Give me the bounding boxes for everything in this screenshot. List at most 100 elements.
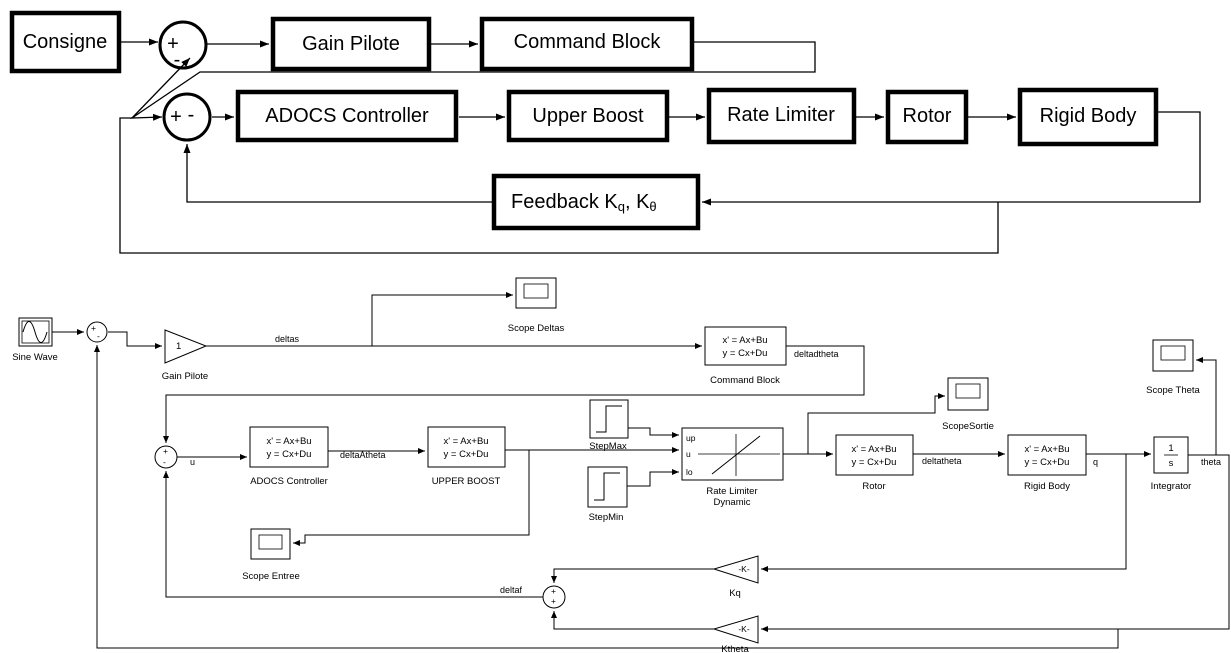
gain-pilote-block — [270, 16, 432, 72]
scope-entree-label: Scope Entree — [242, 571, 300, 582]
kq-gain-value: -K- — [738, 564, 750, 574]
sum-c-plus-2: + — [551, 596, 556, 606]
scope-theta-label: Scope Theta — [1146, 385, 1200, 396]
line-kq-sumc — [551, 568, 714, 583]
gain-pilote-triangle[interactable] — [164, 329, 208, 364]
port-u-label: u — [686, 449, 691, 459]
gain-pilote-sim-label: Gain Pilote — [162, 371, 208, 382]
command-block-sim-label: Command Block — [710, 375, 780, 386]
sum2-minus: - — [188, 104, 195, 126]
rigid-body-eq2: y = Cx+Du — [1025, 457, 1070, 468]
sum-a-minus: - — [97, 331, 100, 341]
feedback-text: Feedback K — [511, 191, 618, 213]
stepmin-block[interactable] — [587, 466, 628, 508]
rotor-eq1: x' = Ax+Bu — [851, 444, 896, 455]
rotor-label: Rotor — [903, 105, 952, 127]
command-block-eq2: y = Cx+Du — [723, 348, 768, 359]
deltadtheta-signal-label: deltadtheta — [794, 349, 839, 359]
rigid-body-label: Rigid Body — [1040, 105, 1137, 127]
integrator-label: Integrator — [1151, 481, 1192, 492]
upper-boost-label: Upper Boost — [532, 105, 644, 127]
rigid-body-eq1: x' = Ax+Bu — [1024, 444, 1069, 455]
simulink-model: Sine Wave + - 1 Gain Pilote Scope Deltas… — [12, 277, 1230, 653]
upper-boost-sim[interactable] — [427, 426, 506, 468]
rate-limiter-sim-label: Rate Limiter — [706, 486, 757, 497]
rotor-eq2: y = Cx+Du — [852, 457, 897, 468]
top-block-diagram: Consigne + - Gain Pilote Command Block +… — [9, 10, 1201, 254]
wire-rigid-feedback — [702, 111, 1201, 206]
adocs-eq2: y = Cx+Du — [267, 449, 312, 460]
q-signal-label: q — [1093, 457, 1098, 467]
sum-junction-2 — [162, 92, 212, 142]
sum-a-plus: + — [91, 323, 96, 333]
adocs-controller-sim[interactable] — [249, 426, 329, 468]
command-block-label: Command Block — [514, 31, 662, 53]
sine-wave-label: Sine Wave — [12, 352, 58, 363]
rigid-body-sim-label: Rigid Body — [1024, 481, 1070, 492]
sum-c-plus-1: + — [551, 586, 556, 596]
adocs-controller-block — [235, 89, 459, 143]
scope-sortie-label: ScopeSortie — [942, 421, 994, 432]
stepmax-label: StepMax — [589, 441, 627, 452]
rate-limiter-label: Rate Limiter — [727, 104, 835, 126]
sum-a-block[interactable] — [86, 321, 108, 343]
kq-gain-triangle[interactable] — [712, 555, 759, 584]
line-theta-to-scope — [1188, 357, 1217, 456]
scope-sortie-screen-icon — [955, 383, 981, 399]
line-stepmax — [628, 427, 679, 438]
upper-boost-eq1: x' = Ax+Bu — [443, 436, 488, 447]
scope-deltas-label: Scope Deltas — [508, 323, 565, 334]
deltas-signal-label: deltas — [275, 334, 300, 344]
consigne-block — [9, 10, 122, 74]
line-ktheta-sumc — [551, 611, 714, 630]
rotor-sim-label: Rotor — [862, 481, 885, 492]
wire-command-to-sum2 — [129, 41, 816, 121]
stepmin-step-icon — [594, 472, 620, 501]
consigne-label: Consigne — [23, 31, 108, 53]
ktheta-gain-triangle[interactable] — [712, 615, 759, 644]
line-stepmin — [627, 469, 679, 487]
stepmax-step-icon — [596, 405, 622, 433]
rigid-body-sim[interactable] — [1007, 434, 1087, 476]
u-signal-label: u — [190, 457, 195, 467]
sine-wave-inner — [21, 320, 50, 344]
deltaf-signal-label: deltaf — [500, 585, 523, 595]
integrator-numerator: 1 — [1168, 443, 1173, 454]
command-block-sim[interactable] — [704, 326, 787, 366]
line-to-scope-deltas — [371, 292, 513, 346]
integrator-denominator: s — [1169, 458, 1174, 469]
port-up-label: up — [686, 433, 696, 443]
upper-boost-sim-label: UPPER BOOST — [432, 476, 501, 487]
wire-branch-to-sum1 — [131, 57, 191, 119]
line-sum-gain — [108, 331, 162, 349]
feedback-label: Feedback Kq, Kθ — [511, 191, 657, 214]
feedback-theta-subscript: θ — [649, 199, 656, 214]
rigid-body-block — [1017, 87, 1159, 147]
adocs-eq1: x' = Ax+Bu — [266, 436, 311, 447]
sine-wave-icon — [22, 321, 48, 343]
rate-limiter-block — [706, 87, 857, 145]
port-lo-label: lo — [686, 467, 693, 477]
upper-boost-block — [506, 89, 670, 143]
sum1-plus: + — [167, 33, 179, 55]
kq-label: Kq — [729, 588, 741, 599]
deltaAtheta-signal-label: deltaAtheta — [340, 450, 386, 460]
scope-deltas-screen-icon — [523, 283, 549, 299]
rotor-sim[interactable] — [835, 434, 914, 476]
gain-pilote-label: Gain Pilote — [302, 33, 400, 55]
feedback-separator: , K — [625, 191, 650, 213]
scope-entree-screen-icon — [258, 534, 283, 550]
sum-b-plus: + — [163, 446, 168, 456]
sum1-minus: - — [174, 49, 181, 71]
ktheta-gain-value: -K- — [738, 624, 750, 634]
rate-limiter-slope-icon — [711, 435, 761, 475]
sum2-plus: + — [170, 106, 182, 128]
rate-limiter-dynamic-label: Dynamic — [714, 497, 751, 508]
line-theta-to-ktheta — [761, 454, 1230, 632]
line-command-to-sumb — [163, 345, 865, 443]
gain-pilote-value: 1 — [176, 341, 181, 352]
sum-junction-1 — [158, 20, 208, 70]
wire-feedback-sum2 — [183, 144, 492, 203]
adocs-sim-label: ADOCS Controller — [250, 476, 328, 487]
stepmin-label: StepMin — [589, 512, 624, 523]
